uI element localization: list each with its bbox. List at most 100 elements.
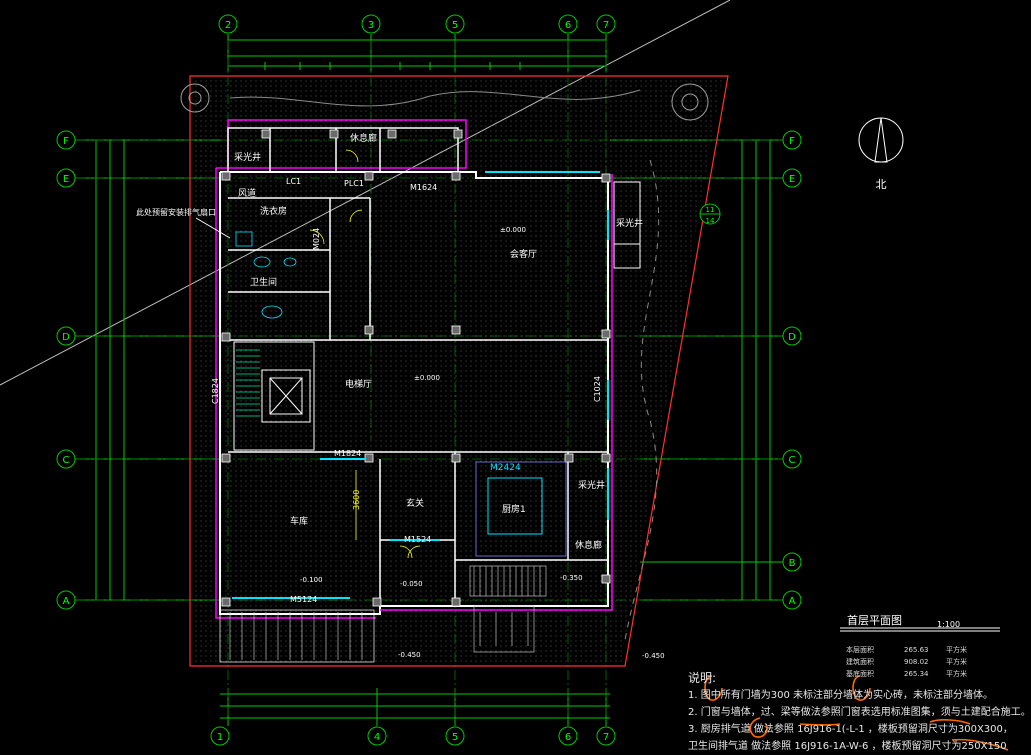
tag-m1824: M1824 xyxy=(334,449,361,458)
elev-4: -0.050 xyxy=(400,580,423,588)
elev-5: -0.350 xyxy=(560,574,583,582)
note-1: 1. 图中所有门墙为300 未标注部分墙体为实心砖，未标注部分墙体。 xyxy=(688,690,993,701)
note-4: 卫生间排气道 做法参照 16J916-1A-W-6 ，楼板预留洞尺寸为250X1… xyxy=(688,741,1007,752)
elevation-marks: ±0.000 ±0.000 -0.100 -0.050 -0.350 -0.45… xyxy=(300,226,665,660)
room-rest-bottom: 休息廊 xyxy=(575,539,602,551)
tag-m1524: M1524 xyxy=(404,535,431,544)
axis-bottom-4: 4 xyxy=(374,732,380,743)
room-laundry: 洗衣房 xyxy=(260,205,287,217)
axis-top-7: 7 xyxy=(603,20,609,31)
kitchen-counter xyxy=(475,461,567,557)
door-swings xyxy=(309,149,421,559)
tag-m024: M024 xyxy=(312,228,321,250)
tag-plc1: PLC1 xyxy=(344,179,364,188)
axis-labels: 2 3 5 6 7 1 4 5 6 7 F E D C A F E D C B … xyxy=(62,20,796,743)
axis-right-E: E xyxy=(789,174,795,185)
axis-top-6: 6 xyxy=(565,20,571,31)
north-label: 北 xyxy=(876,178,887,191)
exterior-walls xyxy=(219,171,609,615)
elev-7: -0.450 xyxy=(398,651,421,659)
kitchen-island xyxy=(487,477,543,535)
elev-2: ±0.000 xyxy=(414,374,440,382)
area-r1-unit: 平方米 xyxy=(946,645,967,654)
axis-top-5: 5 xyxy=(452,20,458,31)
room-duct: 风道 xyxy=(238,187,256,199)
dimension-3600: 3600 xyxy=(352,490,361,510)
drawing-title: 首层平面图 xyxy=(847,614,902,627)
axis-right-C: C xyxy=(789,455,796,466)
tree-symbols xyxy=(180,83,709,121)
site-boundary xyxy=(189,75,729,667)
elev-6: -0.450 xyxy=(642,652,665,660)
area-r2-unit: 平方米 xyxy=(946,657,967,666)
axis-left-A: A xyxy=(63,596,70,607)
tag-m1624: M1624 xyxy=(410,183,437,192)
garden-path-east xyxy=(624,159,660,641)
garden-path xyxy=(229,89,641,107)
axis-bottom-5: 5 xyxy=(452,732,458,743)
tag-m5124: M5124 xyxy=(290,595,317,604)
axis-bubbles xyxy=(56,14,802,746)
stair-treads xyxy=(236,349,260,417)
area-r3-value: 265.34 xyxy=(904,670,929,678)
axis-left-C: C xyxy=(63,455,70,466)
east-light-wells xyxy=(613,181,641,269)
axis-right-D: D xyxy=(788,332,796,343)
axis-bubble-14: 14 xyxy=(706,217,715,225)
room-lightwell-1: 采光井 xyxy=(234,151,261,163)
axis-left-D: D xyxy=(62,332,70,343)
axis-bottom-7: 7 xyxy=(603,732,609,743)
axis-top-3: 3 xyxy=(368,20,374,31)
landscape-hatch xyxy=(194,80,722,662)
room-foyer: 玄关 xyxy=(406,497,424,509)
elev-1: ±0.000 xyxy=(500,226,526,234)
axis-right-B: B xyxy=(789,558,796,569)
axis-bottom-6: 6 xyxy=(565,732,571,743)
area-r1-value: 265.63 xyxy=(904,646,929,654)
room-bathroom: 卫生间 xyxy=(250,276,277,288)
door-tags: M024 M1624 M1824 M2424 M5124 M1524 LC1 P… xyxy=(211,177,602,604)
axis-bottom-1: 1 xyxy=(217,732,223,743)
stair-elevator xyxy=(233,341,315,451)
axis-bubble-11: 11 xyxy=(706,206,715,214)
tag-c1824: C1824 xyxy=(211,378,220,404)
top-dimension-chains xyxy=(227,34,607,72)
vent-note: 此处预留安装排气扇口 xyxy=(136,207,216,217)
area-r2-value: 908.02 xyxy=(904,658,929,666)
room-lightwell-3: 采光井 xyxy=(578,479,605,491)
room-rest-top: 休息廊 xyxy=(350,132,377,144)
structural-columns xyxy=(221,129,611,607)
notes-block: 说明: 1. 图中所有门墙为300 未标注部分墙体为实心砖，未标注部分墙体。 2… xyxy=(688,670,1031,755)
vent-note-leader xyxy=(195,217,231,239)
room-kitchen1: 厨房1 xyxy=(502,503,526,515)
bathroom-fixtures xyxy=(235,231,297,319)
elev-3: -0.100 xyxy=(300,576,323,584)
tag-c1024: C1024 xyxy=(593,376,602,402)
drawing-scale: 1:100 xyxy=(937,620,961,629)
axis-left-E: E xyxy=(63,174,69,185)
axis-right-F: F xyxy=(789,136,795,147)
axis-right-A: A xyxy=(789,596,796,607)
axis-top-2: 2 xyxy=(225,20,231,31)
note-2: 2. 门窗与墙体，过、梁等做法参照门窗表选用标准图集，须与土建配合施工。 xyxy=(688,707,1031,718)
bottom-dimension-chains xyxy=(220,688,610,726)
area-r3-unit: 平方米 xyxy=(946,669,967,678)
area-r1-label: 本层面积 xyxy=(846,645,874,654)
room-elevator-hall: 电梯厅 xyxy=(345,378,372,390)
area-r3-label: 基底面积 xyxy=(846,669,874,678)
tag-m2424: M2424 xyxy=(490,463,521,473)
axis-left-F: F xyxy=(63,136,69,147)
area-r2-label: 建筑面积 xyxy=(846,657,874,666)
floor-plan-canvas: 2 3 5 6 7 1 4 5 6 7 F E D C A F E D C B … xyxy=(0,0,1009,751)
north-arrow xyxy=(858,117,904,163)
room-living: 会客厅 xyxy=(510,248,537,260)
tag-lc1: LC1 xyxy=(286,177,301,186)
ramp-hatch xyxy=(219,609,375,663)
interior-walls xyxy=(228,197,608,606)
entry-steps xyxy=(469,565,547,653)
notes-heading: 说明: xyxy=(688,671,717,685)
area-table: 本层面积 265.63 平方米 建筑面积 908.02 平方米 基底面积 265… xyxy=(846,645,967,678)
room-labels: 会客厅 电梯厅 车库 玄关 厨房1 洗衣房 卫生间 休息廊 休息廊 采光井 采光… xyxy=(234,132,643,551)
review-markups xyxy=(704,675,1009,751)
note-3: 3. 厨房排气道 做法参照 16J916-1(-L-1 ，楼板预留洞尺寸为300… xyxy=(688,724,1013,735)
